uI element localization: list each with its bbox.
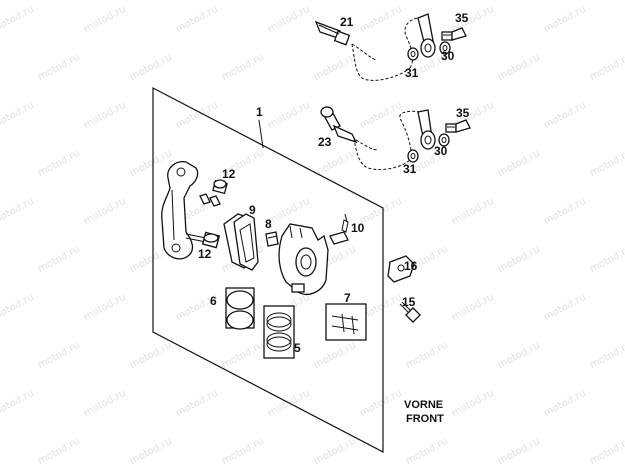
brake-pads-9	[223, 213, 259, 271]
seal-kit-5	[263, 305, 295, 359]
label-part-8: 8	[265, 217, 272, 231]
label-part-21: 21	[340, 15, 354, 29]
label-part-5: 5	[294, 341, 301, 355]
washer-30-lower	[438, 133, 450, 147]
label-part-1: 1	[256, 105, 263, 119]
washer-31-lower	[407, 149, 419, 163]
pad-spring-8	[265, 231, 279, 247]
bolt-15	[399, 301, 421, 323]
front-label-vorne: VORNE	[404, 399, 443, 411]
bleeder-valve-10	[329, 213, 349, 245]
washer-30-upper	[439, 41, 451, 55]
pistons-6	[225, 287, 255, 330]
washer-31-upper	[407, 47, 419, 61]
banjo-bolt-35-upper	[441, 27, 467, 41]
brake-line-23	[320, 106, 436, 171]
label-part-35-upper: 35	[455, 11, 469, 25]
label-part-31-upper: 31	[405, 66, 419, 80]
leader-1	[258, 119, 264, 149]
label-part-30-upper: 30	[441, 49, 455, 63]
label-part-31-lower: 31	[403, 162, 417, 176]
label-part-23: 23	[318, 135, 332, 149]
caliper-body	[278, 223, 329, 295]
label-part-16: 16	[404, 259, 418, 273]
label-part-10: 10	[351, 221, 365, 235]
clip-parts	[199, 193, 221, 207]
front-label-front: FRONT	[406, 413, 444, 425]
label-part-7: 7	[344, 291, 351, 305]
caliper-bracket	[161, 161, 199, 260]
guide-pin-12-upper	[212, 179, 228, 195]
label-part-12-lower: 12	[198, 247, 212, 261]
brake-line-21	[314, 13, 436, 81]
assembly-panel	[152, 87, 384, 453]
label-part-6: 6	[210, 294, 217, 308]
label-part-9: 9	[249, 203, 256, 217]
pad-pin-kit-7	[325, 303, 367, 341]
guide-pin-12-lower	[185, 231, 221, 249]
label-part-12-upper: 12	[222, 167, 236, 181]
label-part-30-lower: 30	[434, 144, 448, 158]
banjo-bolt-35-lower	[445, 119, 471, 133]
label-part-15: 15	[402, 295, 416, 309]
label-part-35-lower: 35	[456, 106, 470, 120]
bracket-16	[387, 255, 415, 283]
